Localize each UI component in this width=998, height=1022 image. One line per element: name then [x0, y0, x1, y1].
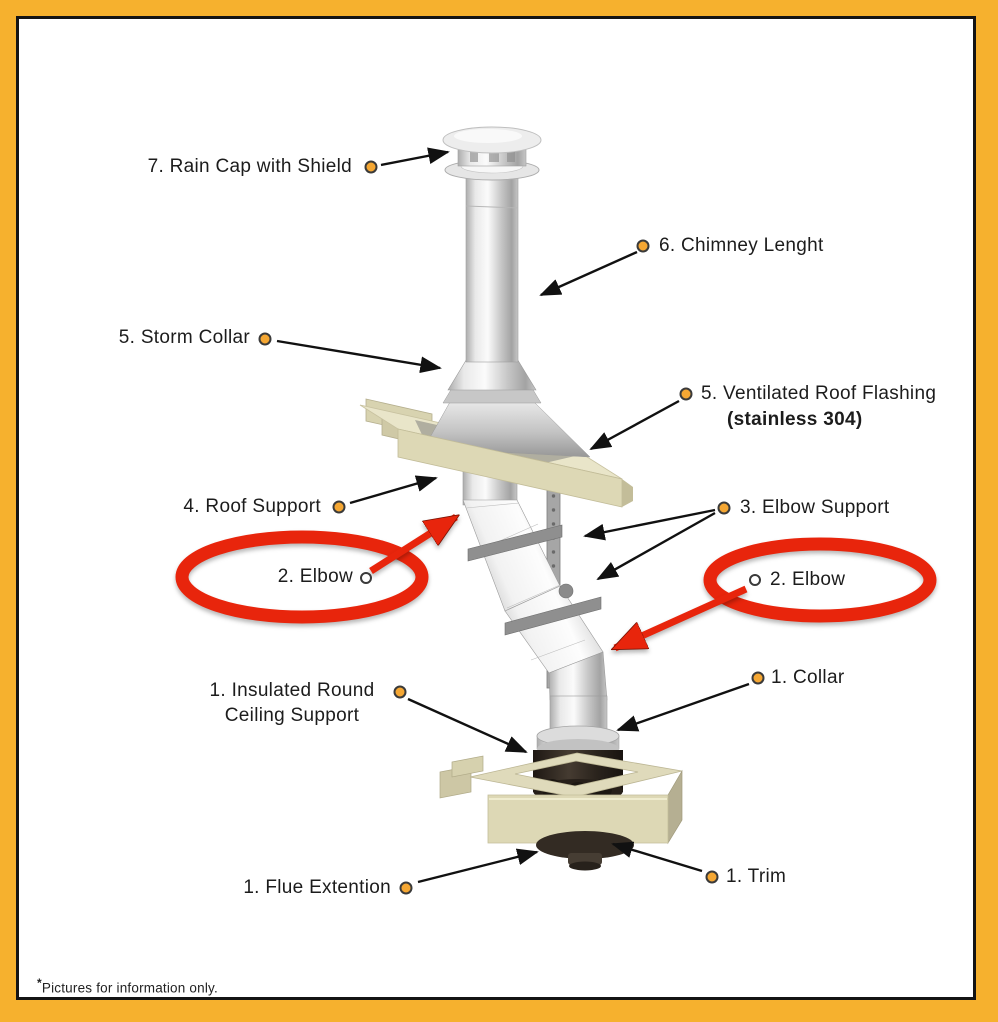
label-elbow-support: 3. Elbow Support [740, 497, 890, 518]
red-arrow-left [369, 514, 456, 574]
label-elbow-right: 2. Elbow [770, 569, 846, 590]
callout-dots [258, 160, 765, 895]
footnote-text: Pictures for information only. [41, 980, 218, 996]
red-arrow-right [615, 585, 748, 652]
dot-collar [751, 671, 765, 685]
roof-board-front [397, 428, 633, 508]
label-storm-collar: 5. Storm Collar [118, 327, 250, 348]
red-circle-right [703, 537, 937, 623]
dot-trim [705, 870, 719, 884]
dot-elbow-support [717, 501, 731, 515]
label-roof-flashing-line2: (stainless 304) [727, 409, 863, 430]
label-flue-extension: 1. Flue Extention [243, 877, 391, 898]
arrow-storm-collar [276, 339, 442, 374]
arrow-elbow-support-upper [583, 508, 716, 541]
arrow-roof-flashing [589, 399, 680, 451]
dot-chimney-length [636, 239, 650, 253]
chimney-illustration [359, 126, 683, 871]
arrow-trim [611, 841, 703, 873]
leader-arrows [276, 147, 750, 884]
label-roof-support: 4. Roof Support [183, 496, 321, 517]
dot-ceiling-support [393, 685, 407, 699]
label-collar: 1. Collar [771, 667, 845, 688]
red-annotations [175, 514, 937, 652]
footnote: *Pictures for information only. [37, 976, 218, 996]
chimney-pipe [465, 165, 519, 363]
arrow-collar [616, 682, 750, 732]
arrow-rain-cap [380, 147, 450, 167]
dot-elbow-right [749, 574, 761, 586]
dot-flue-extension [399, 881, 413, 895]
dot-roof-support [332, 500, 346, 514]
elbow-support-straps [467, 524, 602, 636]
label-rain-cap: 7. Rain Cap with Shield [147, 156, 352, 177]
red-circle-left [175, 530, 429, 624]
dot-roof-flashing [679, 387, 693, 401]
label-roof-flashing: 5. Ventilated Roof Flashing (stainless 3… [701, 381, 936, 433]
storm-collar-part [442, 356, 542, 404]
label-chimney-length: 6. Chimney Lenght [659, 235, 824, 256]
label-ceiling-support: 1. Insulated Round Ceiling Support [193, 678, 391, 728]
arrow-chimney-length [539, 250, 638, 297]
footnote-asterisk: * [37, 976, 42, 990]
label-elbow-left: 2. Elbow [277, 566, 353, 587]
dot-elbow-left [360, 572, 372, 584]
arrow-ceiling-support [407, 697, 528, 754]
label-ceiling-support-line2: Ceiling Support [224, 705, 360, 726]
dot-rain-cap [364, 160, 378, 174]
label-ceiling-support-line1: 1. Insulated Round [209, 680, 375, 701]
dot-storm-collar [258, 332, 272, 346]
ceiling-box-frame [439, 752, 683, 845]
arrow-roof-support [349, 475, 438, 505]
label-trim: 1. Trim [726, 866, 787, 887]
trim-part [536, 831, 634, 871]
rain-cap-part [442, 126, 542, 181]
arrow-flue-extension [417, 848, 539, 884]
arrow-elbow-support-lower [596, 511, 716, 581]
label-roof-flashing-line1: 5. Ventilated Roof Flashing [701, 383, 937, 404]
